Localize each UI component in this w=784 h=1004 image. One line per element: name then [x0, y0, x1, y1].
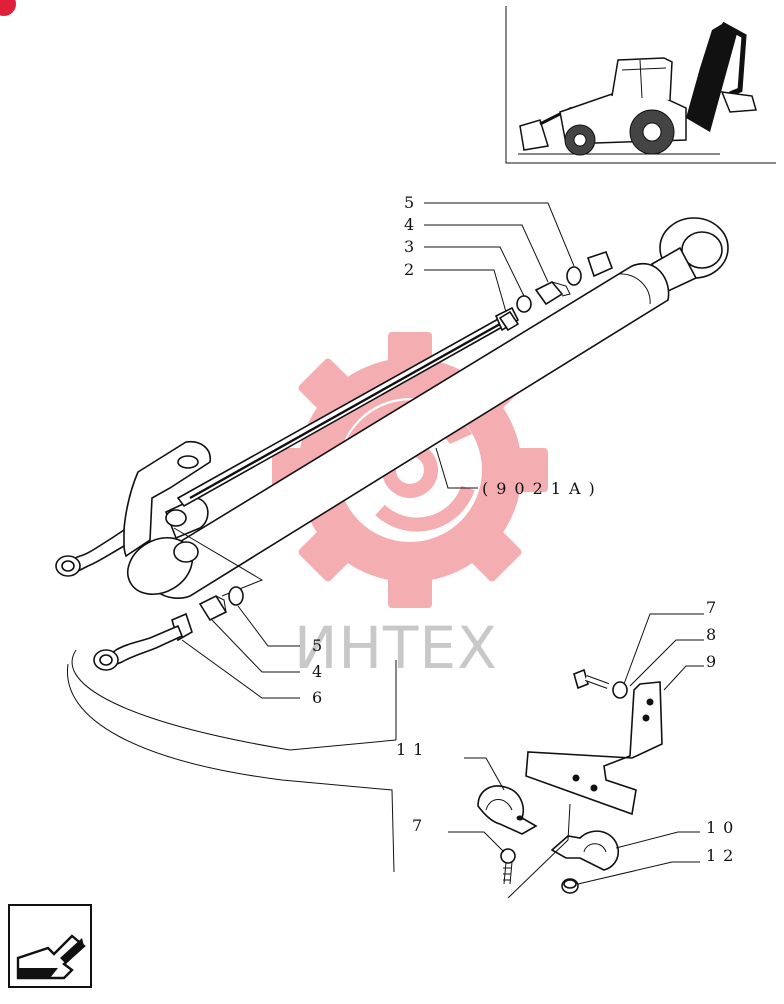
callout-5-lower: 5 [312, 636, 329, 655]
callout-5-upper: 5 [404, 193, 421, 212]
corner-badge-icon [0, 0, 16, 16]
hydraulic-cylinder [55, 217, 729, 600]
next-page-button[interactable] [8, 904, 92, 988]
part-5-seal-ring [566, 266, 582, 286]
callout-7-lower: 7 [412, 816, 429, 835]
callout-12: 12 [706, 846, 740, 865]
leader-lines [66, 202, 704, 885]
callout-4-upper: 4 [404, 215, 421, 234]
callout-8: 8 [706, 625, 723, 644]
machine-thumbnail [505, 6, 776, 164]
callout-labels: 5 4 3 2 5 4 6 7 8 9 11 7 10 12 [312, 193, 740, 865]
callout-7-upper: 7 [706, 598, 723, 617]
part-3-seal-ring [516, 295, 532, 313]
reference-label: (9021A) [482, 479, 603, 498]
part-2-union [498, 310, 520, 332]
callout-10: 10 [706, 818, 740, 837]
next-page-arrow-icon [16, 934, 86, 980]
part-4-adapter [534, 281, 571, 306]
bracket-assembly [477, 668, 663, 899]
callout-6: 6 [312, 688, 329, 707]
lower-fitting-group [93, 527, 264, 671]
callout-9: 9 [706, 652, 723, 671]
watermark-text: ИНТЕХ [294, 614, 498, 682]
callout-2: 2 [404, 260, 421, 279]
backhoe-loader-icon [518, 21, 757, 156]
callout-3: 3 [404, 237, 421, 256]
cylinder-port-boss [586, 250, 614, 278]
callout-4-lower: 4 [312, 662, 329, 681]
callout-11: 11 [396, 740, 430, 759]
